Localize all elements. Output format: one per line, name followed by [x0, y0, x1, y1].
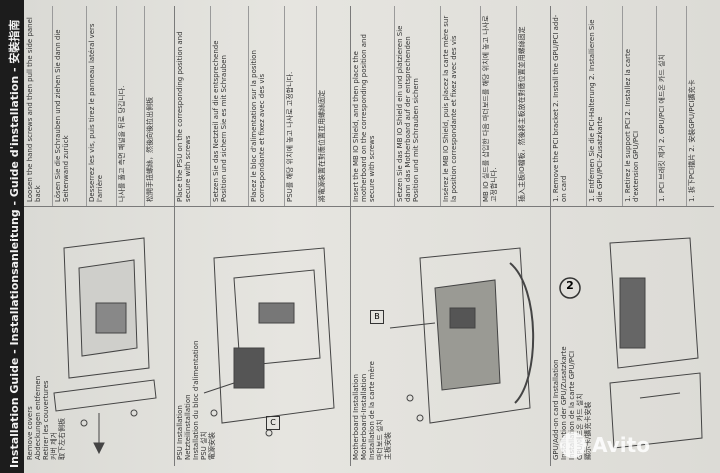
step-number-2: 2	[566, 279, 574, 292]
case-side-panel-drawing	[53, 237, 157, 455]
instruction-fr: Placez le bloc d'alimentation sur la pos…	[248, 6, 285, 206]
instruction-zh: 松開手扭螺絲，然後向後拉出側板	[146, 97, 154, 202]
instruction-ko: PSU를 해당 위치에 놓고 나사로 고정합니다.	[284, 6, 317, 206]
gpu-drawing	[559, 237, 703, 449]
section-remove-covers: Loosen the hand screws and then pull the…	[24, 6, 175, 466]
instruction-zh: 1. 拆下PCI擋片 2. 安裝GPU/PCI擴充卡	[688, 79, 696, 202]
psu-drawing	[203, 247, 335, 437]
section-motherboard: Insert the MB IO Shield, and then place …	[350, 6, 551, 466]
instruction-ko: 1. PCI 브래킷 제거 2. GPU/PCI 애드온 카드 설치	[656, 6, 687, 206]
instruction-fr: Desserrez les vis, puis tirez le panneau…	[86, 6, 117, 206]
instruction-block: Place the PSU on the corresponding posit…	[174, 6, 350, 207]
label-b: B	[370, 310, 384, 324]
avito-logo-icon	[560, 432, 586, 458]
instruction-fr: Insérez le MB IO Shield, puis placez la …	[440, 6, 481, 206]
instruction-en: Place the PSU on the corresponding posit…	[174, 6, 211, 206]
instruction-en: Insert the MB IO Shield, and then place …	[350, 6, 395, 206]
instruction-de: Setzen Sie das Netzteil auf die entsprec…	[210, 6, 249, 206]
instruction-zh: 將電源裝置在對應位置並用螺絲固定	[318, 90, 326, 202]
caption: Remove covers Abdeckungen entfernen Reti…	[26, 375, 66, 460]
section-gpu: 1. Remove the PCI bracket 2. Install the…	[550, 6, 714, 466]
instruction-de: 1. Entfernen Sie die PCI-Halterung 2. In…	[586, 6, 623, 206]
instruction-block: 1. Remove the PCI bracket 2. Install the…	[550, 6, 714, 207]
instruction-ko: 나사를 풀고 측면 패널을 뒤로 당깁니다.	[116, 6, 145, 206]
instruction-ko: MB IO 실드를 삽입한 다음 마더보드를 해당 위치에 놓고 나사로 고정합…	[480, 6, 517, 206]
caption: PSU Installation Netzteilinstallation In…	[176, 340, 216, 460]
watermark: Avito	[592, 433, 650, 457]
instruction-zh: 插入主板IO檔板，然後將主板放在對應位置並用螺絲固定	[518, 26, 526, 202]
illustration-gpu: GPU/Add-on card Installation Installatio…	[550, 208, 714, 463]
caption: Motherboard Installation Motherboard-Ins…	[352, 361, 392, 460]
instruction-de: Setzen Sie das MB IO Shield ein und plat…	[394, 6, 441, 206]
page-title: Installation Guide - Installationsanleit…	[8, 19, 21, 468]
motherboard-drawing	[389, 247, 535, 424]
header-strip: Installation Guide - Installationsanleit…	[0, 0, 24, 473]
instruction-en: Loosen the hand screws and then pull the…	[24, 6, 53, 206]
instruction-block: Insert the MB IO Shield, and then place …	[350, 6, 550, 207]
illustration-psu: PSU Installation Netzteilinstallation In…	[174, 208, 350, 463]
section-psu: Place the PSU on the corresponding posit…	[174, 6, 351, 466]
instruction-block: Loosen the hand screws and then pull the…	[24, 6, 174, 207]
instruction-en: 1. Remove the PCI bracket 2. Install the…	[550, 6, 587, 206]
illustration-remove-covers: Remove covers Abdeckungen entfernen Reti…	[24, 208, 174, 463]
illustration-motherboard: Motherboard Installation Motherboard-Ins…	[350, 208, 550, 463]
label-c: C	[266, 416, 280, 430]
instruction-de: Lösen Sie die Schrauben und ziehen Sie d…	[52, 6, 87, 206]
instruction-fr: 1. Retirez le support PCI 2. Installez l…	[622, 6, 657, 206]
